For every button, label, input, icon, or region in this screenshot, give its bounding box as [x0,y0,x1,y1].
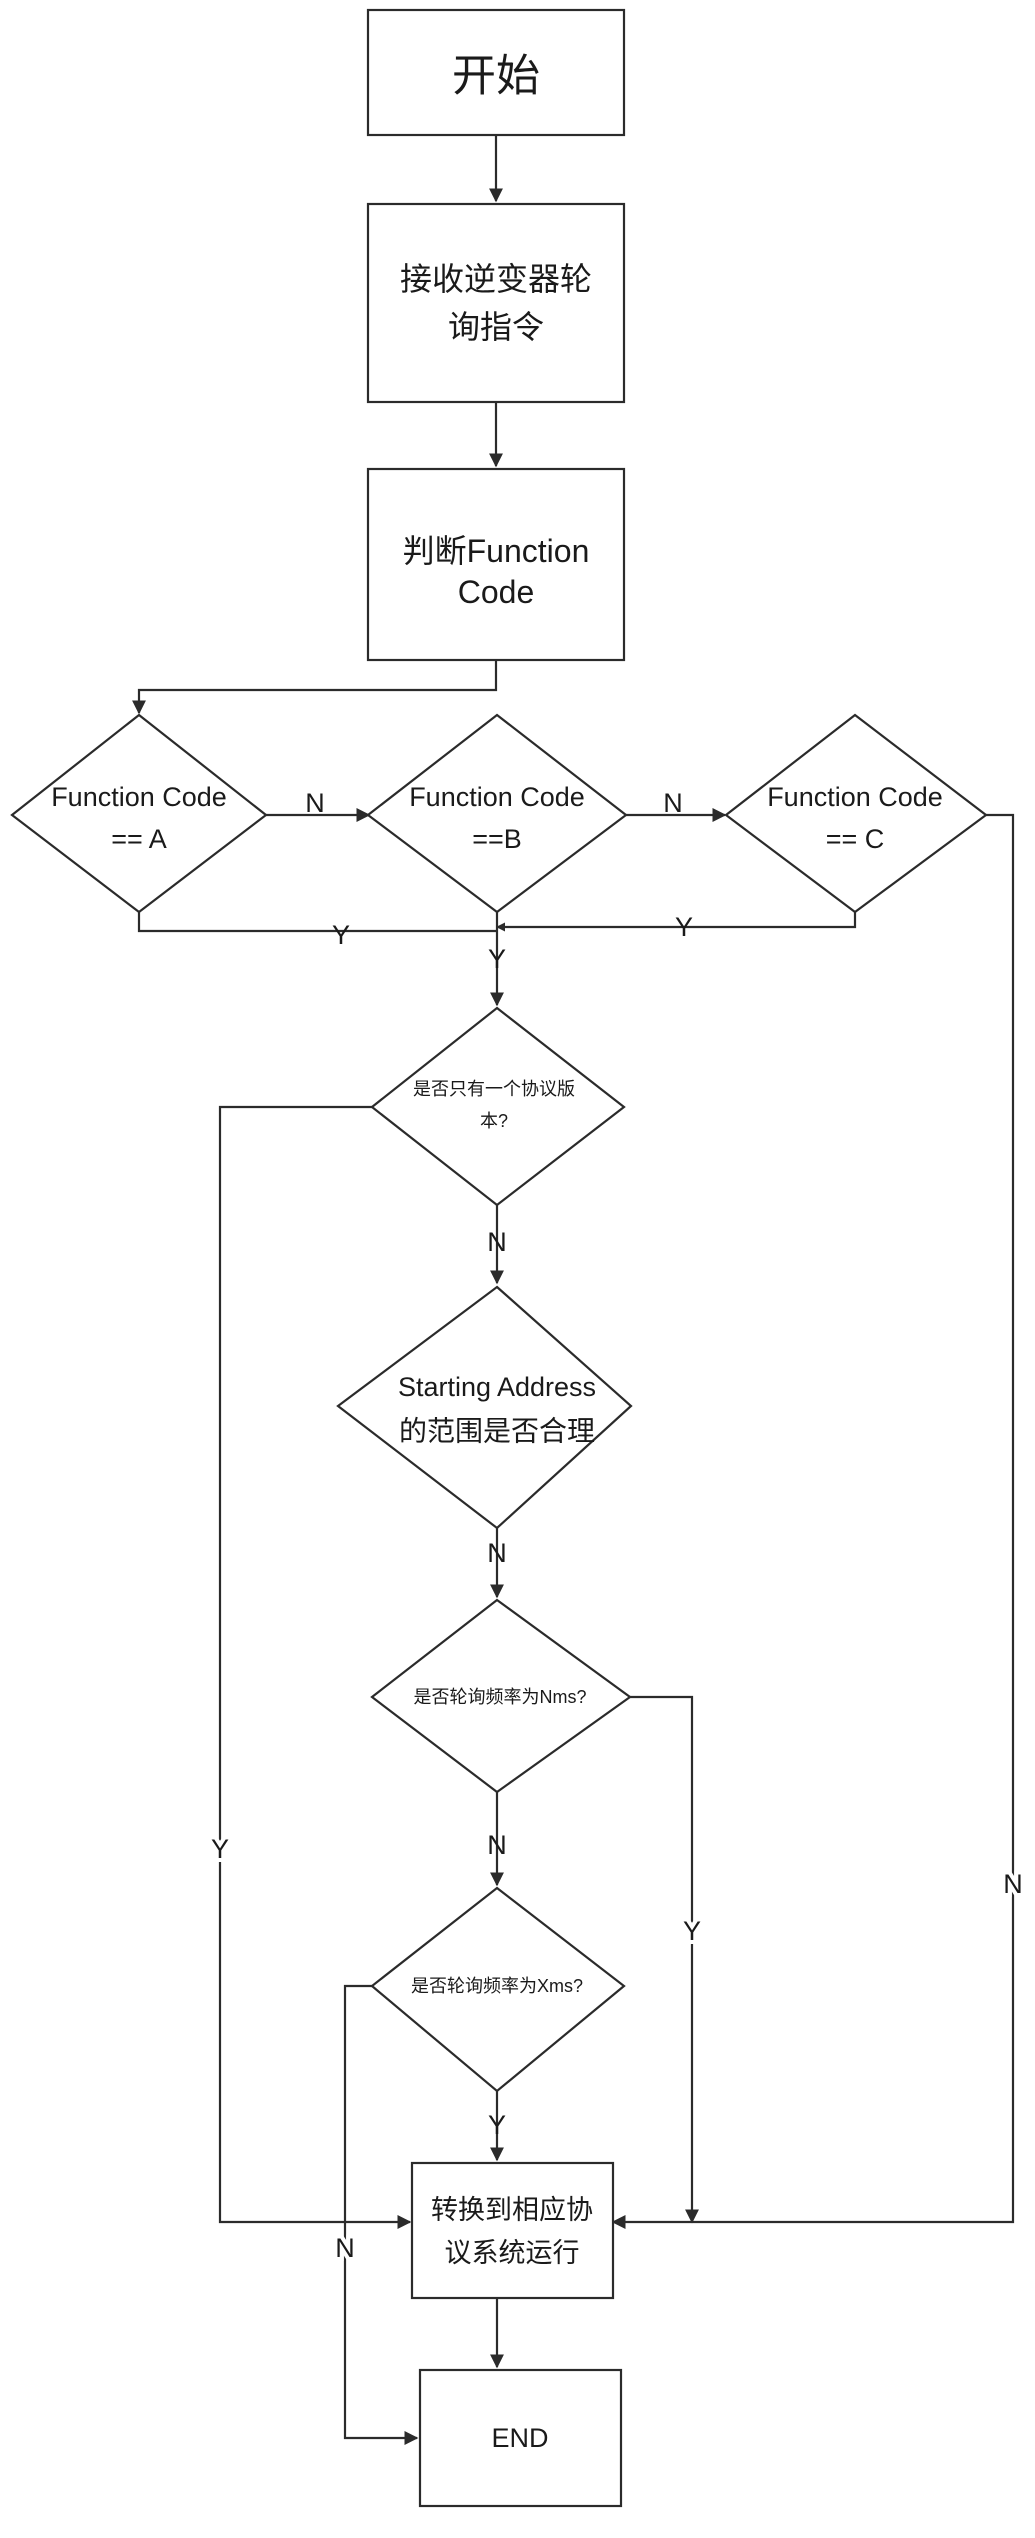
decision-only-version-label-line2: 本? [480,1111,508,1131]
edge-label-n-no: N [487,1830,507,1860]
decision-address-label-line2: 的范围是否合理 [399,1416,595,1447]
receive-label-line2: 询指令 [448,309,544,345]
node-decision-nms: 是否轮询频率为Nms? [372,1600,630,1792]
edge-label-x-no: N [335,2233,355,2263]
edge-label-a-to-b: N [305,788,325,818]
receive-box [368,204,624,402]
edge-label-n-yes: Y [683,1916,701,1946]
node-decision-xms: 是否轮询频率为Xms? [372,1888,624,2091]
node-end: END [420,2370,621,2506]
edge-label-x-yes: Y [488,2110,506,2140]
receive-label-line1: 接收逆变器轮 [400,261,592,297]
convert-box [412,2163,613,2298]
edge-label-c-yes: Y [675,912,693,942]
edge-label-b-to-c: N [663,788,683,818]
decision-a-diamond [12,715,266,912]
edge-judge-decA [139,660,496,713]
node-convert: 转换到相应协 议系统运行 [412,2163,613,2298]
edge-decA-yes [139,912,497,931]
edge-label-b-yes: Y [488,944,506,974]
node-decision-a: Function Code == A [12,715,266,912]
convert-label-line1: 转换到相应协 [431,2195,593,2225]
end-label: END [491,2423,548,2453]
decision-c-diamond [726,715,986,912]
node-decision-c: Function Code == C [726,715,986,912]
decision-b-label-line1: Function Code [409,782,585,812]
decision-address-diamond [338,1287,631,1528]
node-decision-only-version: 是否只有一个协议版 本? [372,1008,624,1205]
judge-label-line2: Code [458,574,535,610]
decision-c-label-line2: == C [826,824,885,854]
decision-c-label-line1: Function Code [767,782,943,812]
decision-b-label-line2: ==B [472,824,522,854]
edge-label-addr-no: N [487,1538,507,1568]
edge-label-c-no: N [1003,1869,1023,1899]
decision-only-version-label-line1: 是否只有一个协议版 [413,1079,575,1099]
decision-a-label-line2: == A [111,824,167,854]
node-start: 开始 [368,10,624,135]
edge-decC-no [613,815,1013,2222]
start-label: 开始 [452,52,540,101]
decision-address-label-line1: Starting Address [398,1372,596,1402]
edge-decOnly-yes [220,1107,410,2222]
edge-label-only-no: N [487,1227,507,1257]
edge-label-a-yes: Y [332,920,350,950]
decision-a-label-line1: Function Code [51,782,227,812]
node-decision-address: Starting Address 的范围是否合理 [338,1287,631,1528]
decision-nms-label: 是否轮询频率为Nms? [413,1687,586,1707]
edge-decN-yes [630,1697,692,2222]
decision-only-version-diamond [372,1008,624,1205]
judge-label-line1: 判断Function [403,533,590,569]
edge-labels: N N Y Y Y N N N Y Y N Y N [211,788,1023,2263]
decision-xms-label: 是否轮询频率为Xms? [411,1976,583,1996]
edge-label-only-yes: Y [211,1834,229,1864]
decision-b-diamond [368,715,626,912]
edge-decX-no [345,1986,417,2438]
node-judge: 判断Function Code [368,469,624,660]
node-decision-b: Function Code ==B [368,715,626,912]
node-receive: 接收逆变器轮 询指令 [368,204,624,402]
convert-label-line2: 议系统运行 [445,2238,580,2268]
